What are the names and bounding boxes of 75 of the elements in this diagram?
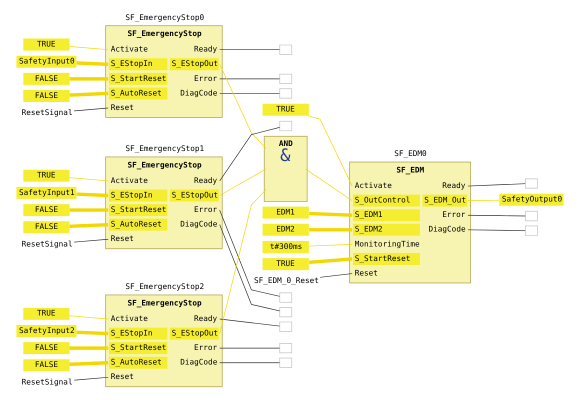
node-box: TRUE: [23, 38, 70, 51]
node-box: [524, 226, 538, 236]
node-text: SF_EDM_0_Reset: [254, 276, 319, 286]
node-box: SafetyOutput0: [499, 194, 564, 206]
node-text: ResetSignal: [22, 108, 73, 118]
connector: [69, 46, 109, 50]
connector: [468, 214, 526, 216]
connector: [320, 273, 353, 278]
connector: [219, 224, 280, 312]
node-box: TRUE: [262, 104, 309, 116]
node-box: TRUE: [23, 170, 70, 182]
connector: [70, 208, 108, 212]
node-box: FALSE: [23, 204, 70, 216]
node-box: [279, 74, 292, 84]
connector: [219, 127, 280, 182]
connector: [309, 257, 352, 264]
connector: [219, 49, 280, 50]
connector: [468, 183, 526, 186]
connector: [219, 318, 280, 326]
node-box: FALSE: [23, 221, 70, 234]
node-box: [524, 210, 538, 222]
connector: [69, 315, 109, 320]
connector: [76, 192, 108, 198]
connector: [76, 330, 108, 336]
connector: [308, 115, 353, 186]
connector: [468, 200, 500, 201]
node-label: SF_EDM0: [394, 149, 427, 158]
node-box: [524, 178, 538, 189]
node-box: TRUE: [23, 308, 70, 320]
node-box: [279, 343, 292, 354]
connector: [70, 346, 108, 350]
connector: [309, 212, 352, 217]
connector: [74, 238, 109, 242]
connector: [219, 210, 280, 297]
node-box: [279, 120, 292, 132]
node-box: [279, 292, 292, 303]
node-box: TRUE: [262, 258, 309, 270]
connector: [219, 64, 266, 149]
node-label: SF_EmergencyStop0: [125, 12, 204, 22]
connector: [74, 376, 109, 381]
connector: [219, 189, 266, 334]
node-box: t#300ms: [262, 240, 309, 253]
connector: [219, 362, 280, 364]
connector: [309, 228, 352, 232]
connector: [70, 92, 108, 97]
connector: [70, 361, 108, 366]
node-box: EDM2: [262, 224, 309, 236]
node-text: ResetSignal: [22, 377, 73, 386]
node-label: SF_EmergencyStop2: [125, 282, 204, 292]
connector: [305, 168, 353, 201]
node-box: FALSE: [23, 342, 70, 354]
node-box: FALSE: [23, 72, 70, 85]
node-box: FALSE: [23, 359, 70, 372]
connector: [219, 168, 266, 196]
connector: [219, 78, 280, 80]
connector: [69, 177, 109, 182]
node-box: [279, 358, 292, 368]
node-box: [279, 306, 292, 318]
connector: [219, 93, 280, 94]
node-box: [279, 88, 292, 99]
connector: [468, 229, 526, 231]
connector: [70, 222, 108, 228]
node-box: FALSE: [23, 90, 70, 102]
node-box: SafetyInput1: [16, 186, 76, 199]
node-label: SF_EmergencyStop1: [125, 144, 204, 154]
connector: [308, 244, 353, 246]
node-box: [279, 322, 292, 332]
node-box: SafetyInput0: [16, 56, 76, 68]
connector: [70, 77, 108, 81]
node-box: [279, 44, 292, 55]
node-box: EDM1: [262, 206, 309, 219]
connector: [76, 61, 108, 66]
node-text: ResetSignal: [22, 239, 73, 248]
node-box: SafetyInput2: [16, 325, 76, 337]
connector: [74, 108, 109, 112]
